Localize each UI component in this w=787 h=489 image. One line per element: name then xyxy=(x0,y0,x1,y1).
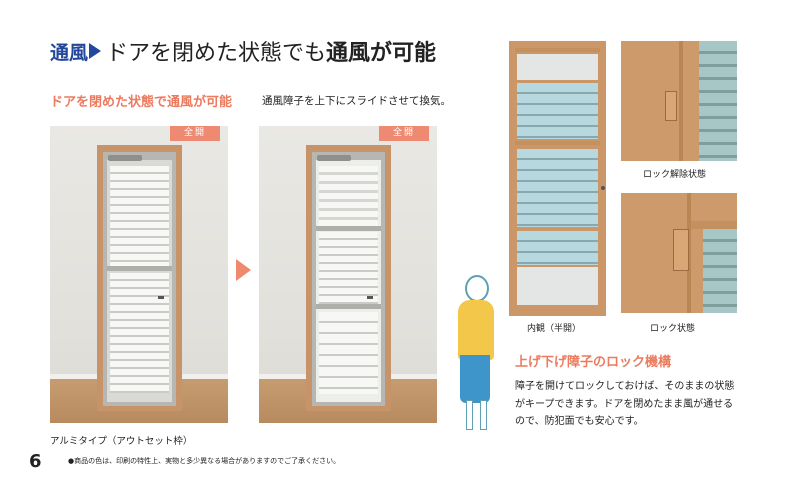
photo-caption-inner-view: 内観（半開） xyxy=(527,324,582,334)
woman-illustration-leg xyxy=(480,400,487,430)
door-scene-closed: 全開 xyxy=(50,126,228,423)
status-badge: 全開 xyxy=(170,126,220,141)
door-closer xyxy=(317,155,351,161)
door-upper-glass xyxy=(517,83,598,139)
door-scene-open: 全開 xyxy=(259,126,437,423)
lock-engaged-photo xyxy=(621,193,737,313)
lock-released-photo xyxy=(621,41,737,161)
image-caption: アルミタイプ（アウトセット枠） xyxy=(50,436,193,447)
mechanism-line: ので、防犯面でも安心です。 xyxy=(515,416,644,427)
top-rail xyxy=(316,226,381,231)
photo-caption-unlocked: ロック解除状態 xyxy=(643,170,707,180)
woman-illustration-skirt xyxy=(460,355,490,403)
lock-latch xyxy=(665,91,677,121)
door-knob xyxy=(601,186,605,190)
door-closer xyxy=(108,155,142,161)
woman-illustration-body xyxy=(458,300,494,360)
footnote: ●商品の色は、印刷の特性上、実物と多少異なる場合がありますのでご了承ください。 xyxy=(68,457,341,465)
door-lower-glass xyxy=(517,231,598,265)
lower-louver xyxy=(110,273,169,393)
glass-detail xyxy=(703,229,737,313)
sash-rail xyxy=(691,221,737,229)
door-handle xyxy=(367,296,373,299)
mechanism-title: 上げ下げ障子のロック機構 xyxy=(515,355,672,370)
arrow-right-icon xyxy=(89,43,101,59)
page-title: ドアを閉めた状態でも通風が可能 xyxy=(106,35,436,67)
title-plain: ドアを閉めた状態でも xyxy=(106,41,327,66)
upper-louver xyxy=(110,166,169,266)
page-number: 6 xyxy=(29,451,42,472)
woman-illustration-head xyxy=(465,275,489,302)
status-badge: 全開 xyxy=(379,126,429,141)
middle-rail xyxy=(316,304,381,309)
frame-edge xyxy=(679,41,683,161)
door-handle xyxy=(158,296,164,299)
woman-illustration-leg xyxy=(466,400,473,430)
photo-caption-locked: ロック状態 xyxy=(650,324,696,334)
lower-louver xyxy=(319,312,378,394)
mechanism-line: がキープできます。ドアを閉めたまま風が通せる xyxy=(515,398,734,410)
title-bold: 通風が可能 xyxy=(326,41,437,66)
door-top-panel xyxy=(517,54,598,80)
subheading-description: 通風障子を上下にスライドさせて換気。 xyxy=(262,95,451,107)
subheading: ドアを閉めた状態で通風が可能 xyxy=(50,95,233,110)
mechanism-line: 障子を開けてロックしておけば、そのままの状態 xyxy=(515,381,735,392)
door-inner-photo xyxy=(509,41,606,316)
mechanism-description: 障子を開けてロックしておけば、そのままの状態 がキープできます。ドアを閉めたまま… xyxy=(515,378,770,431)
door-sash-glass xyxy=(517,149,598,227)
door-top-bar xyxy=(515,48,600,52)
door-mid-bar xyxy=(515,141,600,145)
lock-latch xyxy=(673,229,689,271)
raised-sash xyxy=(319,232,378,304)
middle-rail xyxy=(107,266,172,271)
door-bottom-panel xyxy=(517,267,598,305)
frame-edge xyxy=(687,193,691,313)
section-tag: 通風 xyxy=(50,42,89,64)
upper-louver xyxy=(319,166,378,226)
arrow-right-icon xyxy=(236,259,251,281)
glass-detail xyxy=(699,41,737,161)
